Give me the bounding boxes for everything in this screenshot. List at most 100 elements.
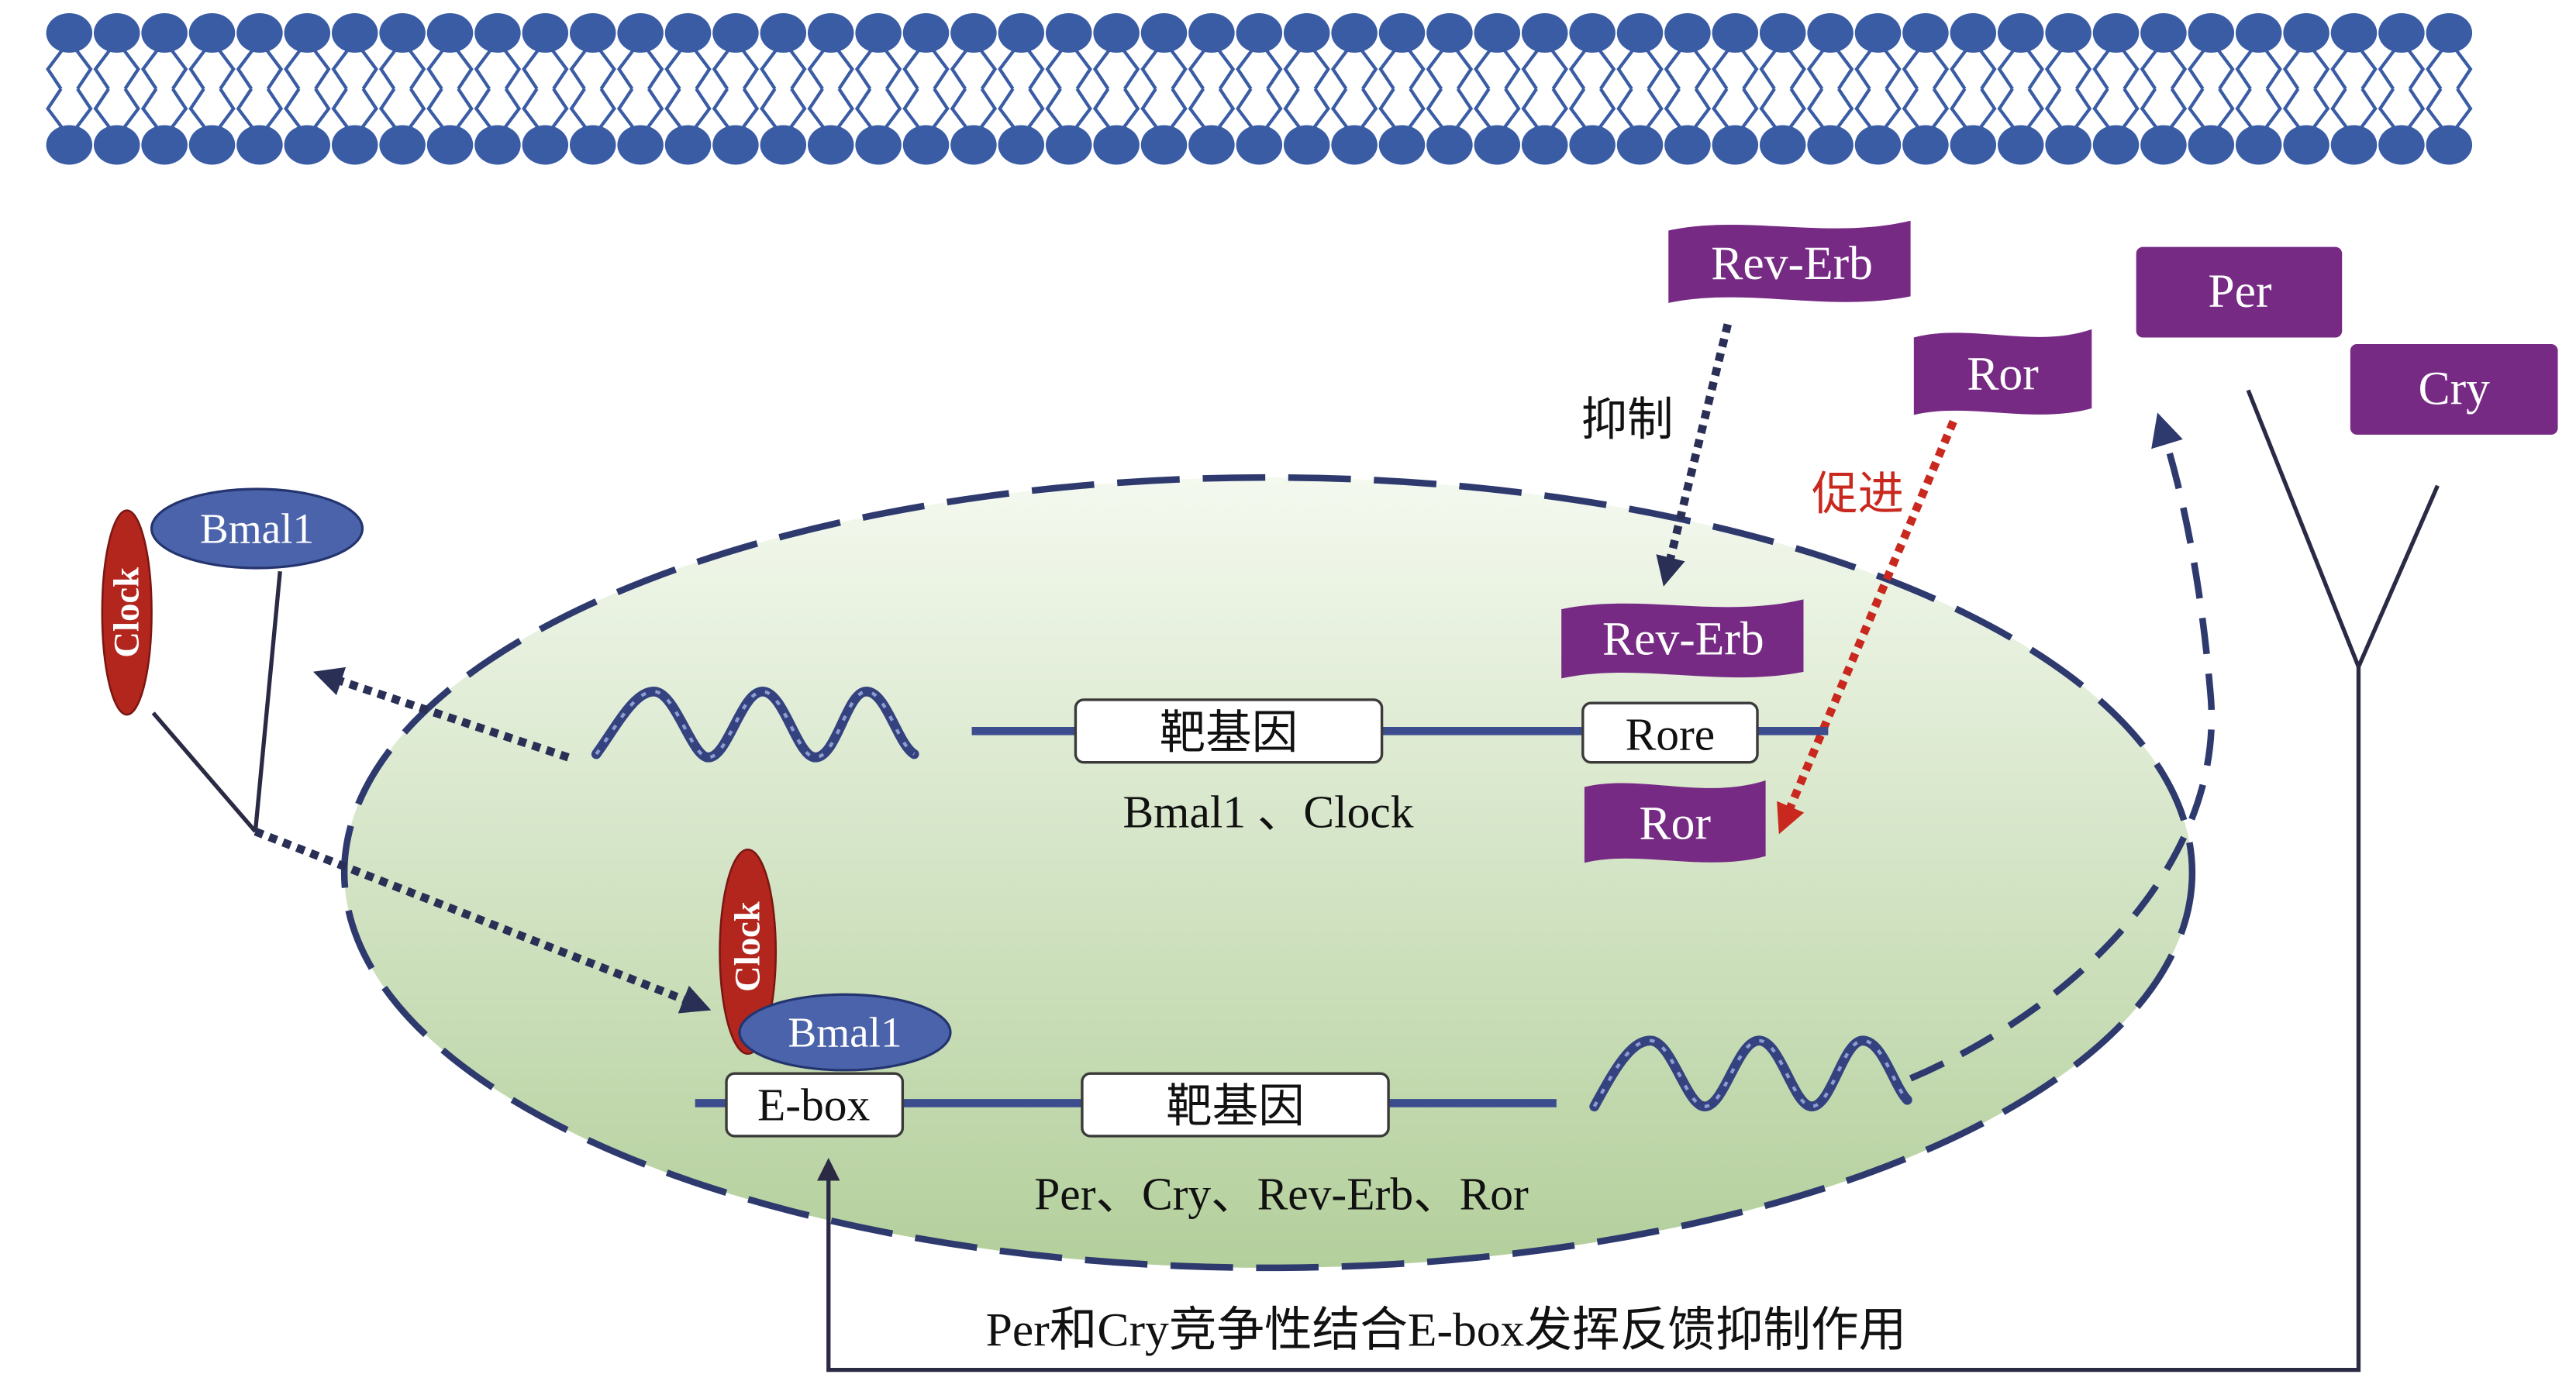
lipid-tail [1521,88,1540,129]
lipid-head [379,125,426,165]
lipid-tail [1883,48,1902,90]
lower-target-gene-label: 靶基因 [1166,1081,1304,1132]
lipid-head [1569,125,1616,165]
lipid-head [1283,12,1330,53]
lipid-tail [1330,88,1350,129]
lipid-head [1426,12,1473,53]
lipid-head [2283,125,2329,165]
lipid-head [1045,125,1092,165]
lipid-tail [502,88,522,129]
lipid-tail [1664,48,1683,90]
lipid-head [1807,125,1854,165]
lipid-tail [550,48,569,90]
left-clock-label: Clock [107,567,147,658]
lipid-head [1093,125,1140,165]
per-feedback-link [2246,389,2360,668]
nucleus-rev-erb-flag-shape [1561,599,1804,679]
lipid-head [760,125,807,165]
left-bmal1-protein: Bmal1 [150,487,364,570]
lipid-tail [1474,48,1492,90]
lipid-head [1997,125,2044,165]
lipid-tail [2264,88,2282,129]
lipid-tail [2378,88,2397,129]
lipid-tail [1074,88,1092,129]
lipid-tail [1092,88,1112,129]
lipid-tail [360,48,378,90]
lipid-tail [2235,48,2254,90]
lipid-head [1331,12,1378,53]
lipid-tail [616,88,636,129]
promote-arrow [1777,419,1957,835]
lipid-tail [1806,48,1826,90]
lipid-head [2330,12,2378,53]
lipid-head [712,12,759,53]
lipid-head [426,125,474,165]
lipid-tail [1407,88,1426,129]
lipid-tail [1568,88,1588,129]
lipid-tail [854,48,874,90]
lipid-tail [2026,88,2044,129]
lipid-tail [502,48,522,90]
lipid-head [2140,125,2187,165]
lipid-tail [664,88,683,129]
lipid-tail [2454,48,2473,90]
lipid-tail [569,88,588,129]
inhibit-label: 抑制 [1581,394,1674,446]
lipid-tail [2026,48,2044,90]
feedback-caption: Per和Cry竞争性结合E-box发挥反馈抑制作用 [986,1304,1907,1357]
lipid-tail [740,88,760,129]
lipid-head [855,125,902,165]
lipid-tail [1740,88,1759,129]
lipid-tail [2406,48,2426,90]
lipid-head [1807,12,1854,53]
lower-target-gene-box [1081,1072,1390,1138]
lipid-tail [836,88,854,129]
lipid-tail [378,48,398,90]
lipid-tail [455,88,474,129]
export-arrow [312,666,570,762]
lipid-tail [2073,88,2092,129]
lipid-tail [46,48,64,90]
lipid-tail [1330,48,1350,90]
lipid-tail [978,48,998,90]
lipid-tail [1426,88,1445,129]
lipid-tail [474,48,493,90]
lipid-tail [1140,88,1159,129]
upper-target-gene-box [1074,698,1384,764]
lipid-head [2045,125,2091,165]
lipid-tail [807,88,826,129]
lipid-tail [1454,88,1474,129]
lipid-tail [1378,48,1397,90]
lipid-tail [122,48,140,90]
lipid-tail [2188,88,2206,129]
lipid-tail [1236,88,1254,129]
lipid-head [712,125,759,165]
rore-element: Rore [1581,701,1759,764]
rev-erb-flag-shape [1668,220,1911,303]
lipid-head [1712,125,1759,165]
bound-bmal1-protein: Bmal1 [738,993,952,1072]
lipid-head [2283,12,2329,53]
lipid-tail [2406,88,2426,129]
lipid-head [474,125,521,165]
lipid-tail [807,48,826,90]
ebox-box [725,1072,905,1138]
lipid-tail [1806,88,1826,129]
cry-label: Cry [2418,362,2490,415]
lipid-tail [1597,88,1616,129]
rev-erb-label: Rev-Erb [1711,237,1873,290]
lipid-tail [46,88,64,129]
lipid-tail [1454,48,1474,90]
lipid-head [1854,12,1902,53]
cytoplasm-rev-erb-flag: Rev-Erb [1668,220,1911,303]
lipid-head [1093,12,1140,53]
lipid-tail [1835,88,1854,129]
lipid-tail [1616,48,1635,90]
lipid-tail [2073,48,2092,90]
lipid-tail [1312,88,1330,129]
lipid-tail [1788,88,1806,129]
left-complex-link-bmal1 [253,570,282,832]
lipid-tail [664,48,683,90]
lipid-tail [1188,48,1207,90]
